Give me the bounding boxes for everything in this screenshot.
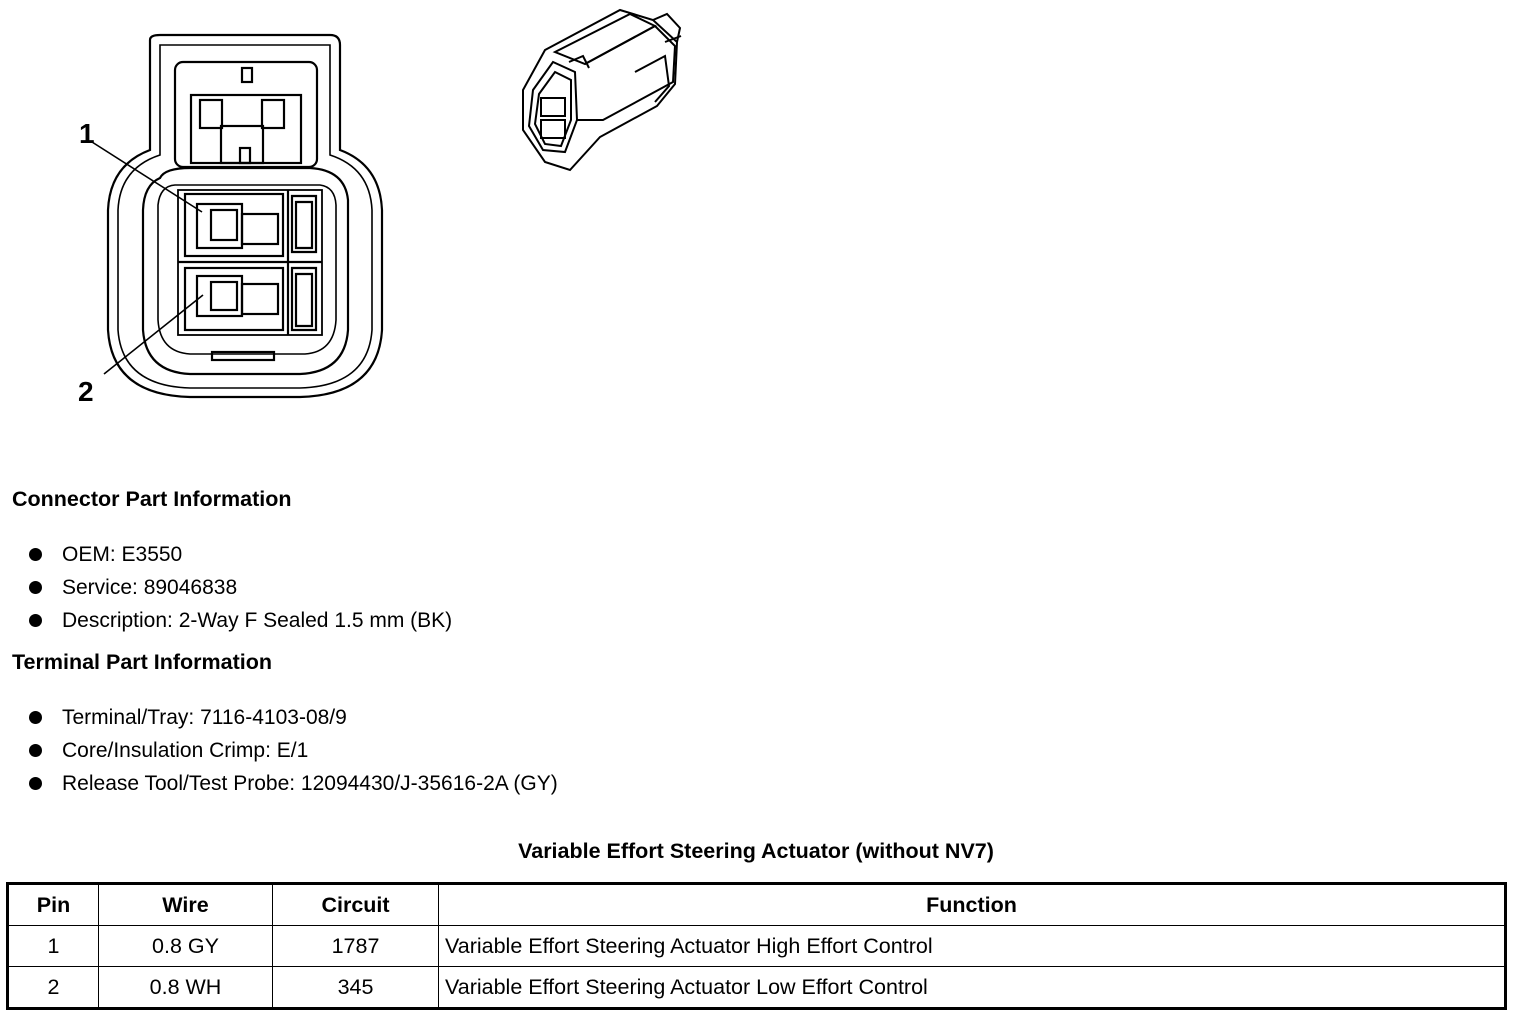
list-item: Service: 89046838	[0, 571, 452, 604]
cell-wire: 0.8 GY	[98, 925, 273, 967]
list-item: Core/Insulation Crimp: E/1	[0, 734, 558, 767]
cell-pin: 1	[7, 925, 99, 967]
cell-function: Variable Effort Steering Actuator High E…	[438, 925, 1506, 967]
list-item: Release Tool/Test Probe: 12094430/J-3561…	[0, 767, 558, 800]
column-header-wire: Wire	[98, 883, 273, 926]
connector-part-info-list: OEM: E3550 Service: 89046838 Description…	[0, 538, 452, 637]
bullet-icon	[29, 581, 42, 594]
column-header-pin: Pin	[7, 883, 99, 926]
bullet-icon	[29, 614, 42, 627]
terminal-part-info-list: Terminal/Tray: 7116-4103-08/9 Core/Insul…	[0, 701, 558, 800]
bullet-icon	[29, 777, 42, 790]
table-row: 1 0.8 GY 1787 Variable Effort Steering A…	[7, 925, 1506, 967]
bullet-icon	[29, 744, 42, 757]
connector-isometric-icon	[522, 8, 682, 172]
table-header-row: Pin Wire Circuit Function	[7, 883, 1506, 926]
bullet-icon	[29, 711, 42, 724]
pin-table: Pin Wire Circuit Function 1 0.8 GY 1787 …	[6, 882, 1507, 1010]
list-item: Description: 2-Way F Sealed 1.5 mm (BK)	[0, 604, 452, 637]
pin-table-caption: Variable Effort Steering Actuator (witho…	[518, 839, 994, 863]
cell-wire: 0.8 WH	[98, 966, 273, 1009]
pin-1-callout: 1	[79, 118, 95, 149]
column-header-function: Function	[438, 883, 1506, 926]
pin-2-callout: 2	[78, 376, 94, 407]
bullet-icon	[29, 548, 42, 561]
cell-circuit: 1787	[272, 925, 439, 967]
connector-part-info-heading: Connector Part Information	[12, 487, 292, 511]
column-header-circuit: Circuit	[272, 883, 439, 926]
cell-circuit: 345	[272, 966, 439, 1009]
table-row: 2 0.8 WH 345 Variable Effort Steering Ac…	[7, 966, 1506, 1009]
list-item: Terminal/Tray: 7116-4103-08/9	[0, 701, 558, 734]
cell-pin: 2	[7, 966, 99, 1009]
connector-face-diagram	[91, 33, 384, 399]
terminal-part-info-heading: Terminal Part Information	[12, 650, 273, 674]
cell-function: Variable Effort Steering Actuator Low Ef…	[438, 966, 1506, 1009]
list-item: OEM: E3550	[0, 538, 452, 571]
